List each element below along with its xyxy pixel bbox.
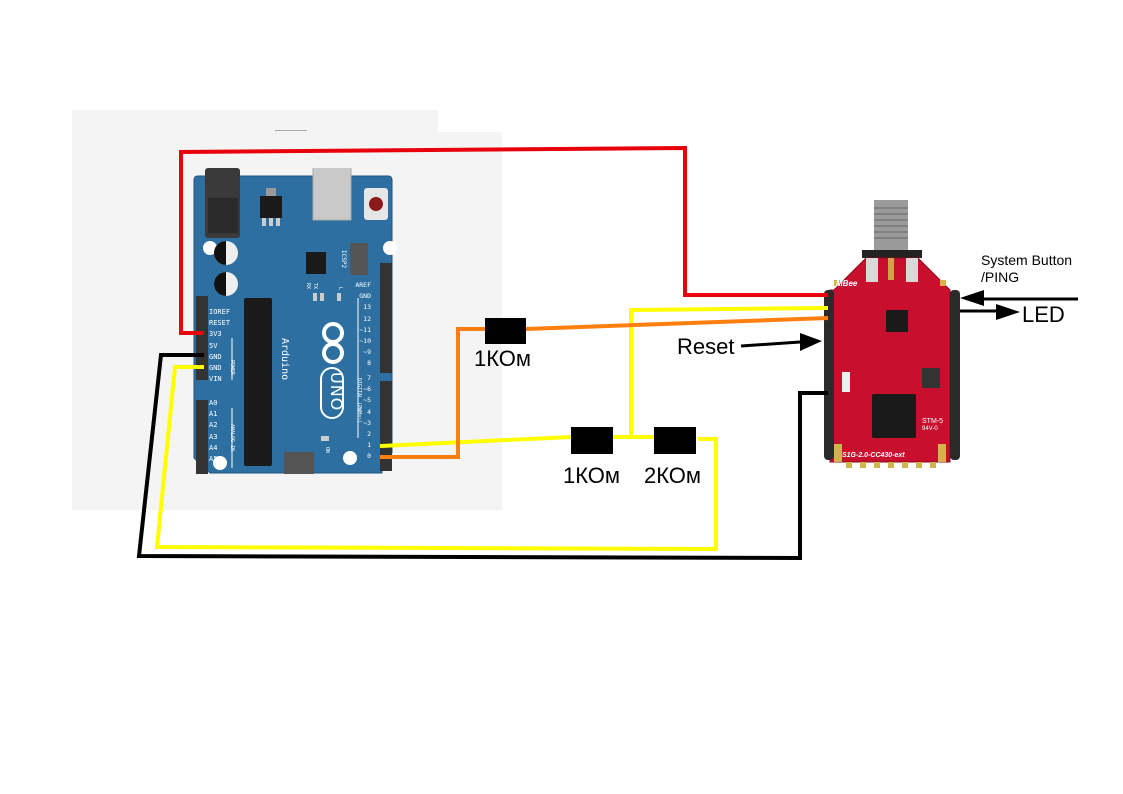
analog-header xyxy=(196,400,208,474)
atmega-chip xyxy=(244,298,272,466)
system-button-line1: System Button xyxy=(981,252,1073,268)
led-arrow-head xyxy=(996,304,1020,320)
wire-orange-to-mbee xyxy=(524,316,829,331)
arduino-infinity-logo xyxy=(322,322,344,364)
mbee-chip-sub-label: 94V-0 xyxy=(922,426,938,432)
pin-label: ~9 xyxy=(363,348,371,357)
wire-orange-d0 xyxy=(380,327,486,459)
resistor-label-1k-orange: 1КОм xyxy=(474,346,532,371)
pin-label: IOREF xyxy=(209,308,231,316)
pin-label: ~3 xyxy=(363,418,371,427)
system-button-arrow-head xyxy=(960,290,984,306)
resistor-1k-yellow xyxy=(571,427,613,454)
pin-label: A3 xyxy=(209,432,218,441)
pin-label: 2 xyxy=(367,430,371,439)
pin-label: GND xyxy=(209,352,222,361)
power-pin-labels: IOREF RESET 3V3 5V GND GND VIN xyxy=(209,307,230,385)
pin-label: A5 xyxy=(209,455,218,464)
rf-chip xyxy=(886,310,908,332)
pin-label: ~11 xyxy=(359,325,371,334)
pin-label: VIN xyxy=(209,375,222,384)
wire-yellow-to-mbee xyxy=(629,306,829,437)
pin-label: 13 xyxy=(363,303,371,312)
mbee-brand-label: MBee xyxy=(836,279,858,288)
pin-label: A1 xyxy=(209,410,218,419)
pin-label: AREF xyxy=(355,281,371,289)
analog-pin-labels: A0 A1 A2 A3 A4 A5 xyxy=(209,398,217,465)
pin-label: 1 xyxy=(367,441,371,450)
wire-red-3v3 xyxy=(179,145,828,335)
resistor-label-1k-yellow: 1КОм xyxy=(563,463,621,488)
pin-label: GND xyxy=(209,364,222,373)
resistor-1k-orange xyxy=(485,318,526,344)
pin-label: RESET xyxy=(209,319,231,328)
wire-yellow-gnd xyxy=(154,365,718,552)
pin-label: 4 xyxy=(367,407,371,416)
wire-black-gnd xyxy=(136,353,828,561)
pin-label: A2 xyxy=(209,421,218,430)
pin-label: GND xyxy=(359,292,371,301)
pin-label: 0 xyxy=(367,452,371,461)
arduino-uno-board: ICSP2 xyxy=(193,168,397,474)
system-button-line2: /PING xyxy=(981,269,1020,285)
voltage-regulator xyxy=(260,196,282,218)
digital-header-high xyxy=(380,263,392,373)
reset-arrow-head xyxy=(800,333,822,351)
pin-label: 5V xyxy=(209,341,218,350)
power-header xyxy=(196,296,208,380)
resistor-2k-yellow xyxy=(654,427,696,454)
pin-label: A4 xyxy=(209,443,218,452)
pin-label: ~6 xyxy=(363,385,371,394)
pin-label: 8 xyxy=(367,359,371,368)
pin-label: 12 xyxy=(363,314,371,323)
pin-label: 7 xyxy=(367,374,371,382)
resistor-label-2k-yellow: 2КОм xyxy=(644,463,702,488)
pin-label: A0 xyxy=(209,399,218,407)
uno-logo-frame xyxy=(320,367,344,419)
panel-marker-line xyxy=(275,130,307,131)
reset-arrow-line xyxy=(740,340,801,348)
digital-header-low xyxy=(380,381,392,471)
svg-text:ICSP2: ICSP2 xyxy=(340,250,347,268)
mbee-chip-label: STM-5 xyxy=(922,418,943,425)
cc430-chip xyxy=(872,394,916,438)
digital-pin-labels-low: 7 ~6 ~5 4 ~3 2 1 0 xyxy=(355,373,371,463)
pin-label: 3V3 xyxy=(209,330,222,339)
wire-yellow-d1 xyxy=(379,435,572,448)
system-button-annotation: System Button /PING xyxy=(981,252,1072,286)
mbee-module xyxy=(824,200,960,468)
mbee-model-label: S1G-2.0-CC430-ext xyxy=(842,452,905,459)
pin-label: ~5 xyxy=(363,396,371,405)
digital-pin-labels-high: AREF GND 13 12 ~11 ~10 ~9 8 xyxy=(355,280,371,370)
pin-label: ~10 xyxy=(359,337,371,346)
reset-annotation: Reset xyxy=(677,334,735,359)
led-annotation: LED xyxy=(1022,302,1065,327)
usb-connector xyxy=(312,168,352,221)
